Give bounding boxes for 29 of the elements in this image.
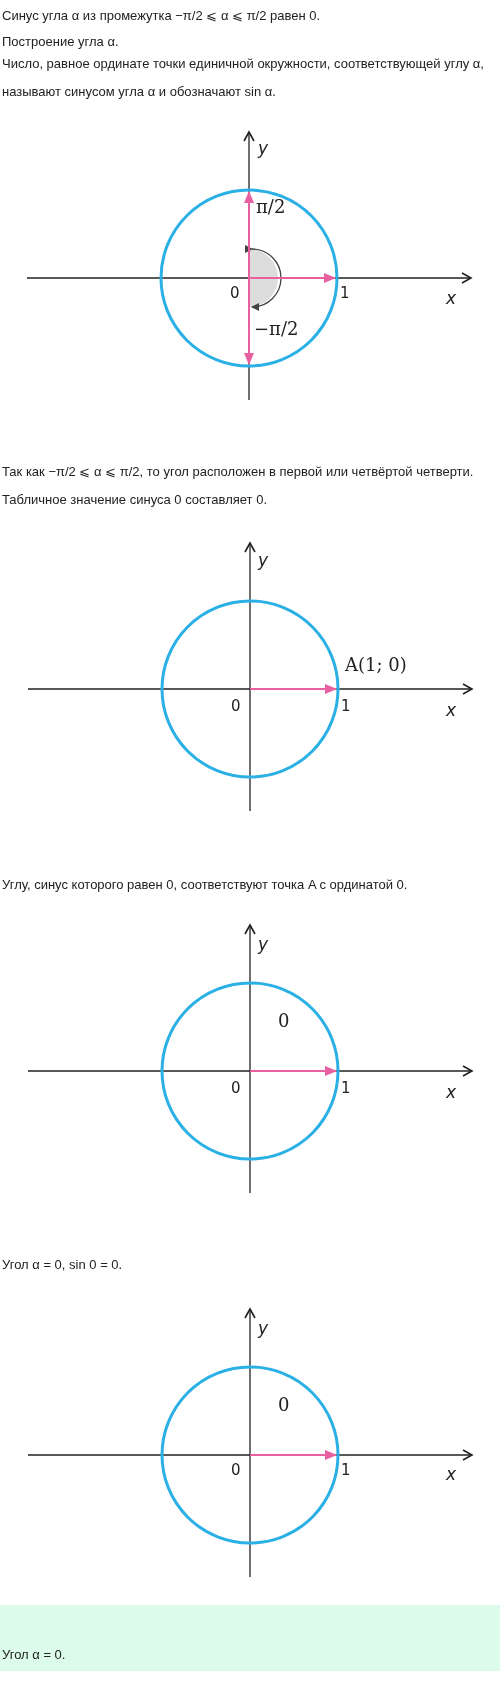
text-line: Табличное значение синуса 0 составляет 0. bbox=[2, 491, 268, 509]
text-line: Так как −π/2 ⩽ α ⩽ π/2, то угол расположен в первой или четвёртой четверти. bbox=[2, 463, 474, 481]
axis-label: x bbox=[446, 288, 457, 308]
origin-label: 0 bbox=[231, 1461, 241, 1479]
angle-label: −π/2 bbox=[254, 318, 299, 339]
axis-label: y bbox=[258, 138, 269, 158]
origin-label: 0 bbox=[231, 697, 241, 715]
axis-label: x bbox=[446, 1082, 457, 1102]
tick-label: 1 bbox=[341, 1461, 351, 1479]
point-label: A(1; 0) bbox=[345, 654, 407, 675]
axis-label: y bbox=[258, 550, 269, 570]
axis-label: x bbox=[446, 700, 457, 720]
angle-label: π/2 bbox=[256, 196, 286, 217]
tick-label: 1 bbox=[341, 697, 351, 715]
vector-label: 0 bbox=[278, 1010, 290, 1031]
text-line: Построение угла α. bbox=[2, 33, 119, 51]
tick-label: 1 bbox=[341, 1079, 351, 1097]
text-line: Угол α = 0. bbox=[2, 1646, 66, 1664]
origin-label: 0 bbox=[230, 284, 240, 302]
text-line: Угол α = 0, sin 0 = 0. bbox=[2, 1256, 123, 1274]
text-line: Углу, синус которого равен 0, соответствуют точка A с ординатой 0. bbox=[2, 876, 408, 894]
text-paragraph: Число, равное ординате точки единичной окружности, соответствующей углу α, называют синусом угла α и обозначают sin α. bbox=[2, 55, 485, 101]
text-line: Синус угла α из промежутка −π/2 ⩽ α ⩽ π/2 равен 0. bbox=[2, 7, 321, 25]
axis-label: x bbox=[446, 1464, 457, 1484]
tick-label: 1 bbox=[340, 284, 350, 302]
axis-label: y bbox=[258, 934, 269, 954]
origin-label: 0 bbox=[231, 1079, 241, 1097]
vector-label: 0 bbox=[278, 1394, 290, 1415]
axis-label: y bbox=[258, 1318, 269, 1338]
